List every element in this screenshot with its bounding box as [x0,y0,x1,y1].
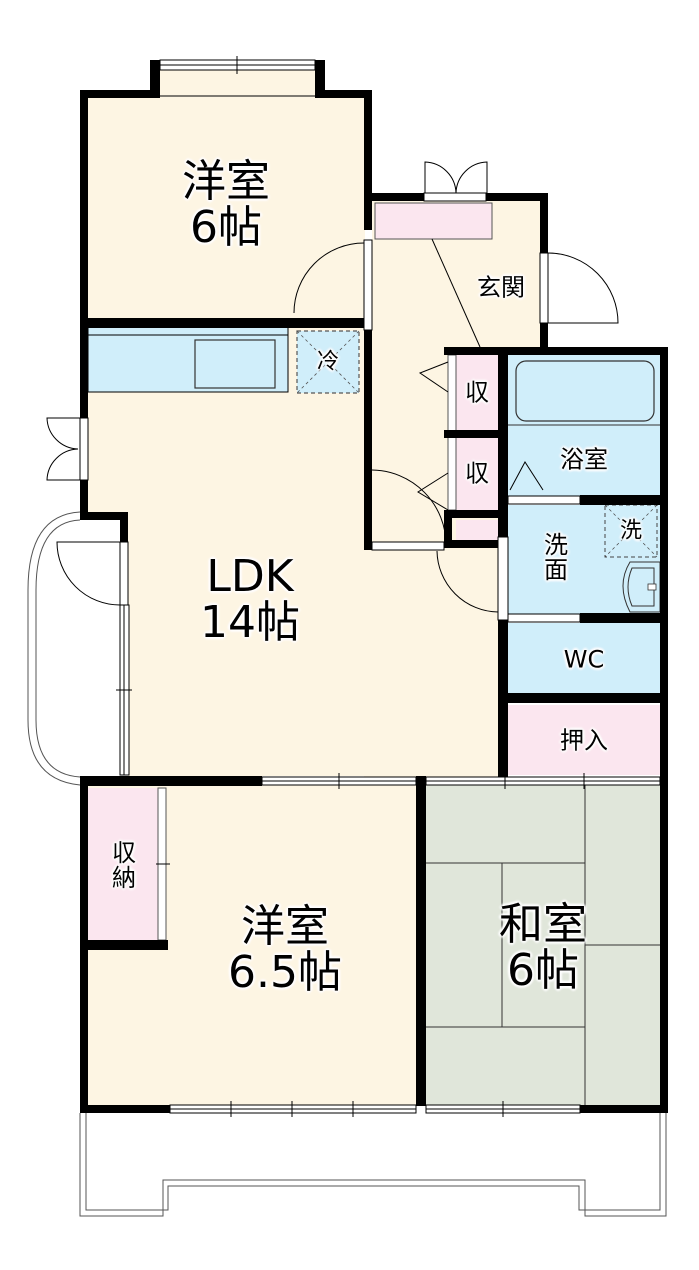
room-name: 洋室 [182,155,270,207]
room-name: 玄関 [477,273,525,302]
windows [79,56,661,1117]
japanese-room-floor [426,785,661,1107]
room-name-line2: 面 [544,556,568,584]
room-label-wc: WC [564,647,605,672]
room-name-line1: 収 [112,838,136,867]
room-size: 6帖 [190,202,262,253]
balconies [27,511,667,1217]
room-label-western-top: 洋室 6帖 [182,155,270,253]
room-label-ldk: LDK 14帖 [200,550,300,648]
room-name: 収 [465,459,489,488]
room-label-storage-1: 収 [465,380,489,405]
room-name: 洋室 [240,900,329,952]
room-name: WC [563,645,605,674]
room-size: 14帖 [200,597,300,648]
western-room-top-floor [88,68,365,320]
room-label-storage-left: 収 納 [112,838,136,892]
ldk-floor [87,325,500,778]
closet-floor [508,705,660,775]
room-name: 押入 [560,726,608,755]
room-name: 浴室 [560,445,608,474]
fridge-icon: 冷 [316,349,340,375]
fridge-label: 冷 [317,350,339,373]
room-name-line2: 納 [112,864,136,892]
room-name: 和室 [499,898,587,950]
room-label-closet: 押入 [560,728,608,753]
room-label-storage-2: 収 [465,461,489,486]
room-label-western-bottom: 洋室 6.5帖 [228,900,342,998]
room-label-washroom: 洗 面 [544,530,568,584]
room-name-line1: 洗 [544,530,568,559]
room-name: LDK [206,550,294,602]
room-label-bathroom: 浴室 [560,447,608,472]
washer-icon: 洗 [619,518,643,544]
room-size: 6帖 [507,945,579,996]
door-swings [46,161,619,613]
room-label-entrance: 玄関 [477,275,525,300]
room-size: 6.5帖 [228,947,342,998]
room-name: 収 [465,378,489,407]
entrance-hall-floor [372,200,540,545]
wet-area-floor [508,355,661,695]
walls [80,60,668,1113]
room-label-japanese: 和室 6帖 [499,898,587,996]
washer-label: 洗 [620,519,642,542]
